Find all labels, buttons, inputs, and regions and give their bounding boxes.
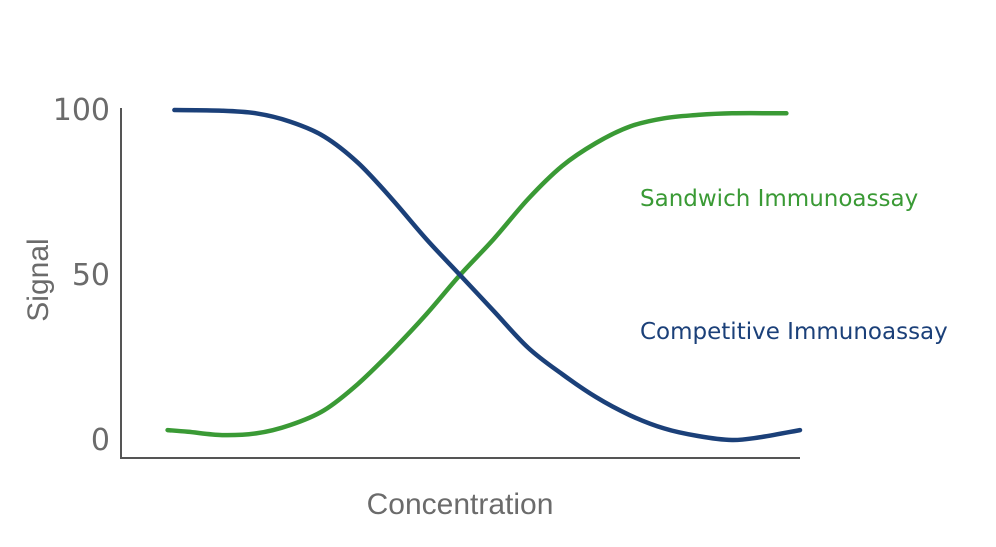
series-labels: Competitive Immunoassay Sandwich Immunoas… [640,186,948,345]
y-tick-labels: 0 50 100 [53,93,110,458]
y-tick-label: 50 [72,258,110,293]
competitive-immunoassay-label: Competitive Immunoassay [640,319,948,345]
sandwich-immunoassay-label: Sandwich Immunoassay [640,186,918,212]
x-axis-title: Concentration [367,488,554,521]
y-tick-label: 100 [53,93,110,128]
sandwich-immunoassay-curve [165,110,789,438]
series-curves [165,107,803,443]
competitive-immunoassay-curve [172,107,803,443]
plot-area: 0 50 100 Competitive Immunoassay Sandwich I… [53,93,948,459]
y-axis-title: Signal [22,238,55,321]
y-tick-label: 0 [91,423,110,458]
